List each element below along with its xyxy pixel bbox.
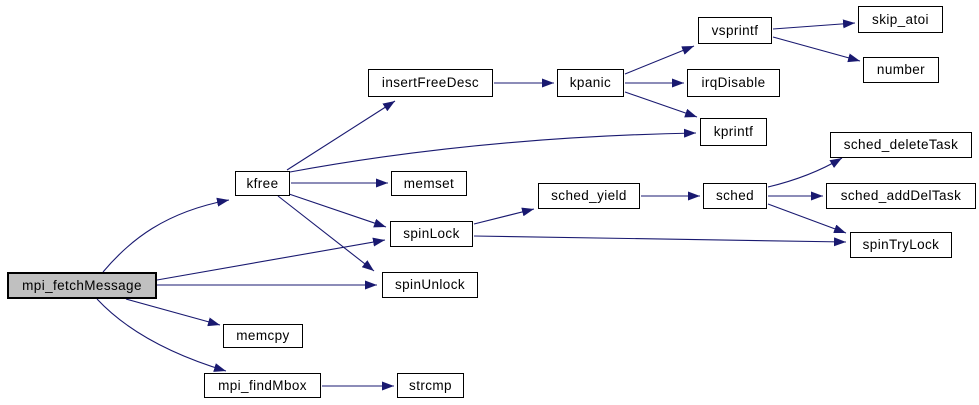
edge-sched-to-spinTryLock (767, 203, 847, 234)
edge-vsprintf-to-skip_atoi (772, 19, 856, 30)
node-memset[interactable]: memset (391, 171, 467, 196)
node-skip_atoi[interactable]: skip_atoi (858, 6, 943, 33)
edge-kfree-to-spinLock (288, 193, 387, 228)
node-sched_addDelTask[interactable]: sched_addDelTask (826, 183, 976, 209)
node-kprintf[interactable]: kprintf (700, 118, 767, 146)
node-strcmp[interactable]: strcmp (397, 373, 464, 398)
edge-mpi_fetchMessage-to-mpi_findMbox (96, 298, 227, 372)
node-sched_yield[interactable]: sched_yield (538, 183, 640, 209)
edge-vsprintf-to-number (772, 36, 861, 63)
edge-kfree-to-kprintf (289, 128, 697, 173)
node-spinLock[interactable]: spinLock (390, 221, 473, 247)
node-mpi_findMbox[interactable]: mpi_findMbox (204, 373, 321, 398)
edge-group (96, 19, 861, 391)
edge-spinLock-to-sched_yield (473, 207, 535, 225)
edge-mpi_fetchMessage-to-spinLock (156, 237, 386, 281)
edge-sched-to-sched_deleteTask (767, 157, 843, 188)
node-memcpy[interactable]: memcpy (223, 324, 303, 348)
node-insertFreeDesc[interactable]: insertFreeDesc (368, 69, 493, 97)
edge-kpanic-to-vsprintf (624, 45, 695, 75)
node-kpanic[interactable]: kpanic (557, 69, 624, 97)
node-spinTryLock[interactable]: spinTryLock (850, 232, 952, 258)
node-kfree[interactable]: kfree (235, 171, 290, 196)
edge-mpi_fetchMessage-to-kfree (102, 197, 230, 273)
node-number[interactable]: number (863, 57, 939, 83)
node-mpi_fetchMessage: mpi_fetchMessage (7, 272, 157, 299)
edge-kpanic-to-kprintf (624, 91, 698, 118)
edge-spinLock-to-spinTryLock (473, 235, 847, 247)
edge-mpi_fetchMessage-to-memcpy (125, 298, 221, 327)
node-irqDisable[interactable]: irqDisable (687, 69, 780, 97)
node-sched_deleteTask[interactable]: sched_deleteTask (830, 132, 972, 158)
edge-kfree-to-insertFreeDesc (286, 100, 396, 171)
node-sched[interactable]: sched (703, 183, 767, 209)
node-vsprintf[interactable]: vsprintf (698, 17, 772, 44)
edge-kfree-to-spinUnlock (277, 195, 375, 272)
node-spinUnlock[interactable]: spinUnlock (382, 272, 478, 298)
